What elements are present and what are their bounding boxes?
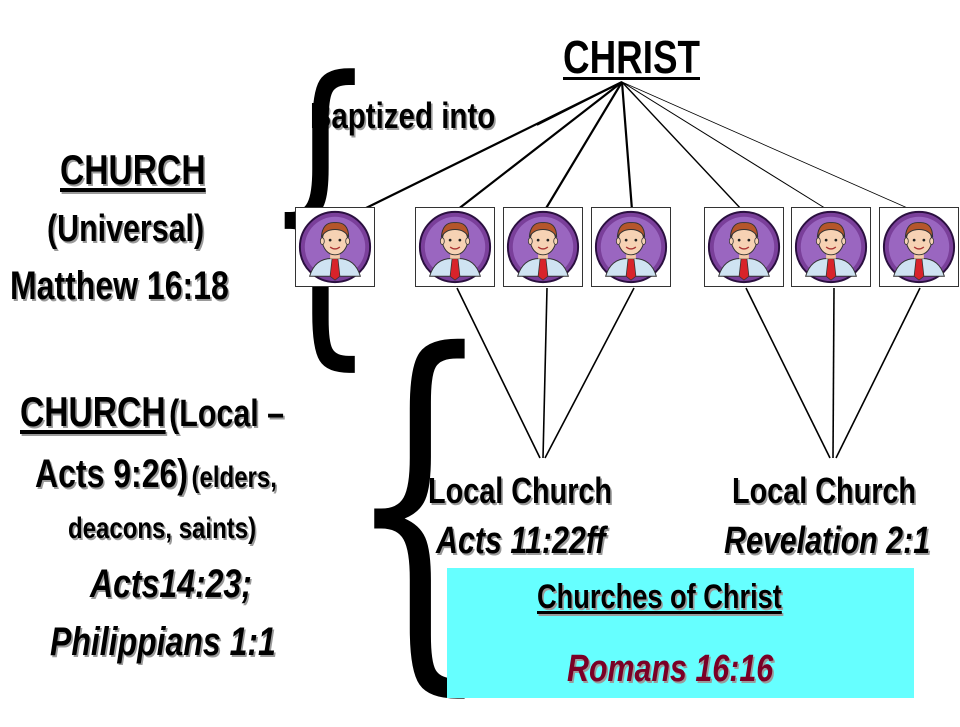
- line-member-5-local-2: [745, 287, 831, 459]
- universal-church-subtitle: (Universal): [47, 208, 205, 250]
- member-icon: [503, 207, 583, 287]
- line-member-2-local-1: [456, 287, 541, 459]
- line-christ-member-4: [620, 81, 634, 211]
- local-church-line-1: CHURCH (Local –: [20, 388, 284, 436]
- line-christ-member-3: [544, 81, 623, 211]
- member-icon: [704, 207, 784, 287]
- local-church-line-2: Acts 9:26) (elders,: [35, 452, 277, 497]
- local-church-acts-ref: Acts 9:26): [35, 452, 188, 496]
- member-icon: [591, 207, 671, 287]
- universal-church-title: CHURCH: [60, 146, 206, 193]
- baptized-into-label: Baptized into: [310, 95, 496, 136]
- line-christ-extra-1: [536, 81, 623, 126]
- local-church-1-reference: Acts 11:22ff: [436, 520, 606, 562]
- churches-of-christ-reference: Romans 16:16: [567, 648, 774, 690]
- local-church-2-label: Local Church: [732, 470, 917, 511]
- line-christ-member-5: [621, 81, 743, 211]
- member-icon: [791, 207, 871, 287]
- local-church-2-reference: Revelation 2:1: [724, 520, 931, 562]
- line-member-7-local-2: [835, 287, 921, 459]
- local-church-title: CHURCH: [20, 388, 166, 435]
- christ-label: CHRIST: [563, 31, 700, 83]
- member-icon: [295, 207, 375, 287]
- member-icon: [879, 207, 959, 287]
- brace-universal: {: [262, 13, 378, 397]
- local-church-elders: (elders,: [191, 461, 277, 494]
- local-church-line1-rest: (Local –: [169, 393, 285, 435]
- line-christ-member-2: [456, 81, 623, 211]
- local-church-ref-2: Philippians 1:1: [50, 620, 276, 664]
- line-member-4-local-1: [544, 287, 635, 459]
- churches-of-christ-box: [447, 568, 914, 698]
- line-member-3-local-1: [542, 287, 548, 459]
- member-icon: [415, 207, 495, 287]
- line-christ-member-7: [621, 81, 913, 211]
- line-member-6-local-2: [832, 287, 835, 459]
- local-church-line-3: deacons, saints): [68, 512, 257, 545]
- line-christ-member-6: [621, 81, 829, 211]
- local-church-1-label: Local Church: [428, 470, 613, 511]
- churches-of-christ-title: Churches of Christ: [537, 578, 782, 616]
- universal-church-reference: Matthew 16:18: [10, 264, 229, 308]
- local-church-ref-1: Acts14:23;: [90, 562, 252, 606]
